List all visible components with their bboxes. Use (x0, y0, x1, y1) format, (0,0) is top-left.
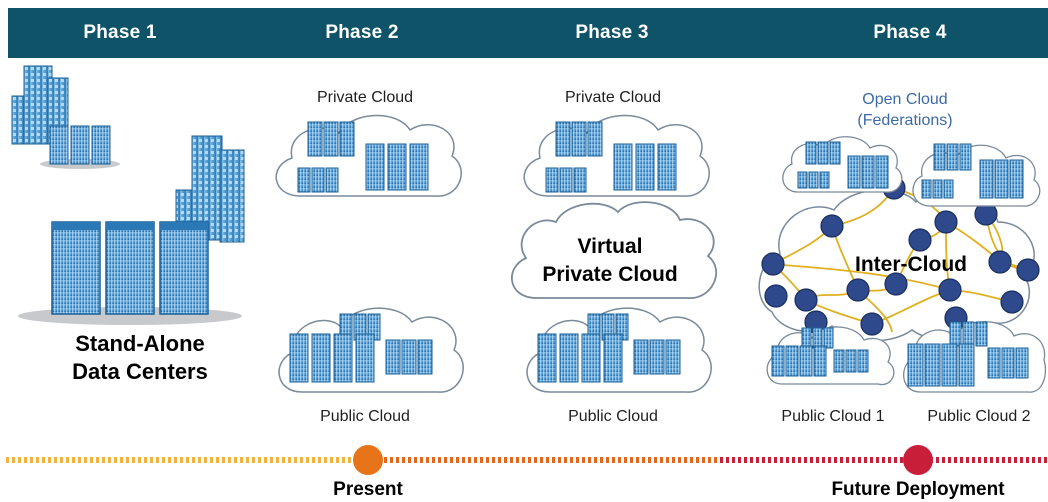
virtual-private-cloud-label: Virtual Private Cloud (520, 233, 700, 289)
phase-2-label: Phase 2 (325, 22, 399, 43)
present-label: Present (333, 479, 403, 500)
phase-3-public-cloud-icon (526, 307, 712, 393)
virtual-private-cloud-shape (511, 201, 718, 299)
future-deployment-marker (903, 445, 933, 475)
present-marker (353, 445, 383, 475)
phase-3-private-cloud-icon (523, 114, 710, 197)
phase-2-private-cloud-icon (275, 114, 462, 197)
phase-1-caption: Stand-Alone Data Centers (20, 330, 260, 386)
phase-2-public-cloud-icon (278, 307, 464, 393)
open-cloud-line-1: Open Cloud (862, 91, 948, 108)
phase-4-cloud-top-right-icon (912, 143, 1041, 207)
future-deployment-label: Future Deployment (831, 479, 1005, 500)
phase-1-caption-line-2: Data Centers (72, 359, 208, 384)
phase-3-label: Phase 3 (575, 22, 649, 43)
phase-header-bar (8, 8, 1048, 58)
open-cloud-label: Open Cloud (Federations) (840, 89, 970, 131)
phase-header: Phase 1 Phase 2 Phase 3 Phase 4 (0, 0, 1048, 58)
phase-4-public-cloud-1-icon (766, 326, 895, 386)
inter-cloud-mesh-nodes (761, 176, 1040, 336)
phase-1-buildings-top-icon (11, 65, 120, 169)
phase-1-server-cluster-icon (18, 221, 242, 325)
phase-2-private-cloud-label: Private Cloud (316, 89, 414, 106)
public-cloud-1-label: Public Cloud 1 (781, 408, 885, 425)
phase-1-label: Phase 1 (83, 22, 157, 43)
virtual-private-cloud-line-1: Virtual (577, 235, 643, 258)
inter-cloud-label: Inter-Cloud (855, 253, 967, 276)
phase-3-public-cloud-label: Public Cloud (568, 408, 658, 425)
phase-1-caption-line-1: Stand-Alone (75, 331, 205, 356)
phase-2-public-cloud-label: Public Cloud (320, 408, 410, 425)
phase-4-public-cloud-2-icon (903, 321, 1047, 393)
phase-4-label: Phase 4 (873, 22, 947, 43)
open-cloud-line-2: (Federations) (857, 112, 953, 129)
phase-3-private-cloud-label: Private Cloud (564, 89, 662, 106)
virtual-private-cloud-line-2: Private Cloud (542, 263, 678, 286)
phase-4-cloud-top-left-icon (782, 136, 903, 193)
public-cloud-2-label: Public Cloud 2 (927, 408, 1031, 425)
